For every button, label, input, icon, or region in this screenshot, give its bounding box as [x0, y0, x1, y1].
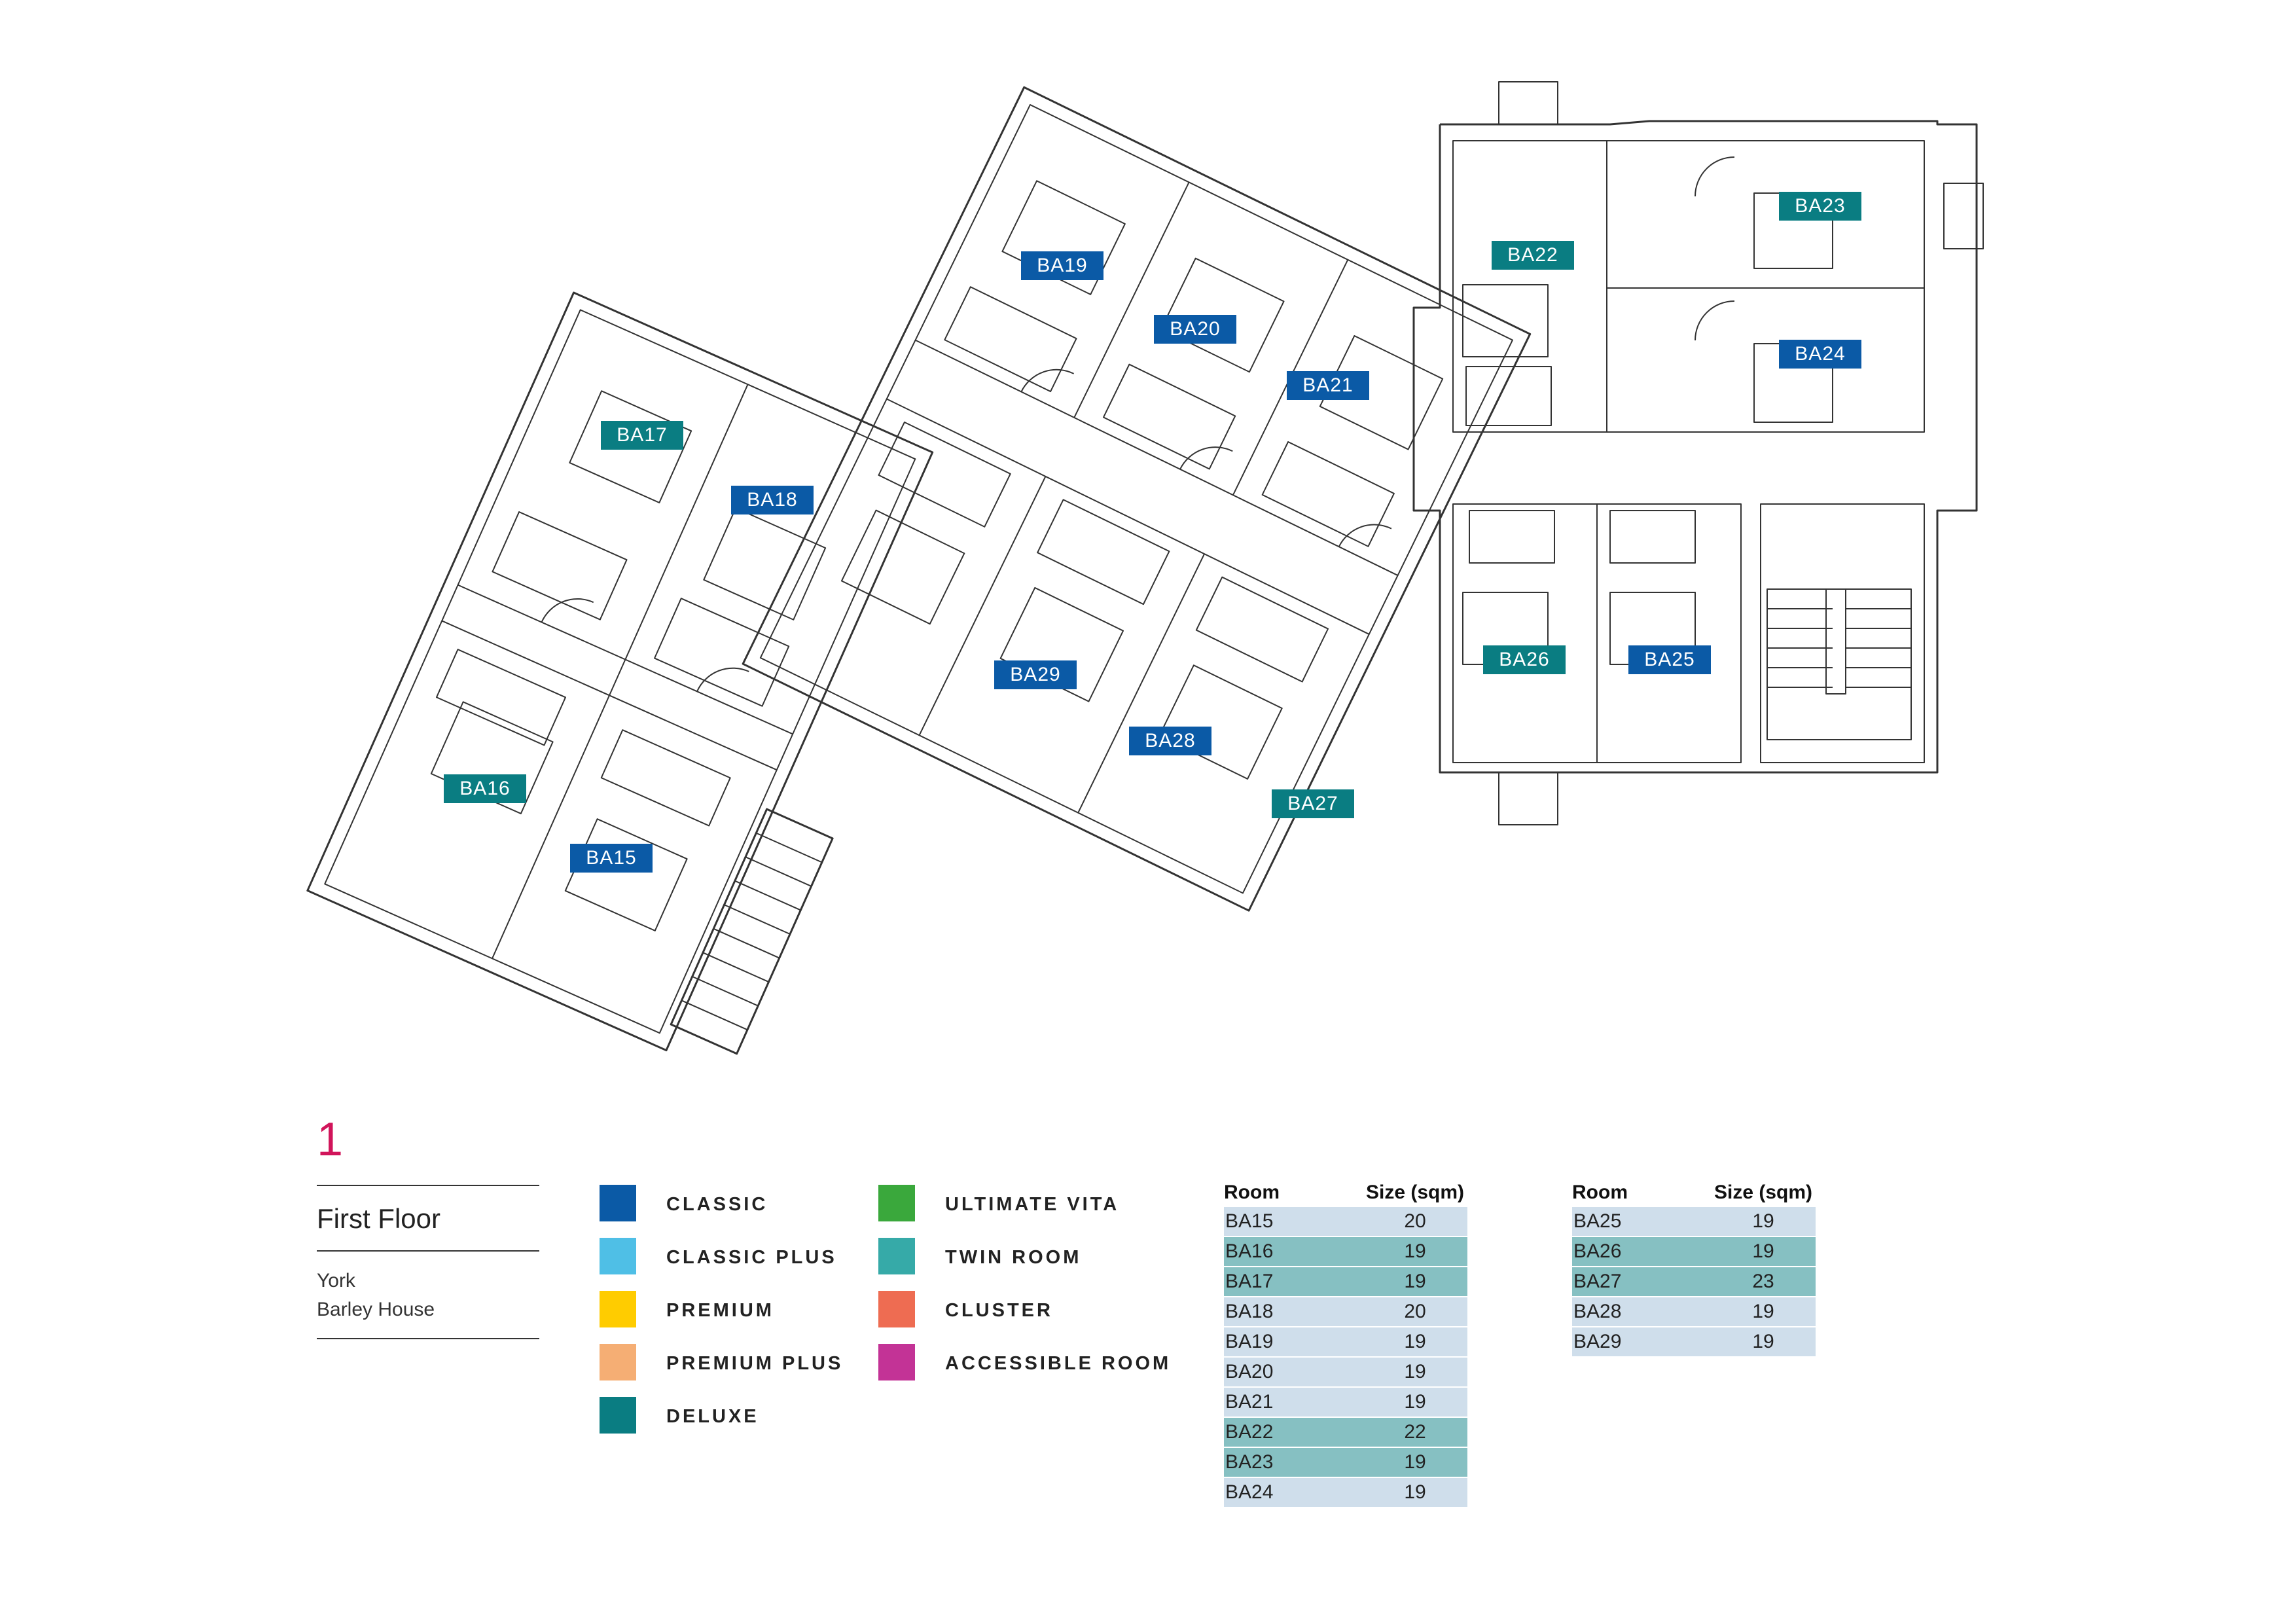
- room-label-ba29[interactable]: BA29: [994, 660, 1077, 689]
- legend-swatch: [878, 1291, 915, 1327]
- right-block: [1412, 81, 1984, 825]
- room-label-ba19[interactable]: BA19: [1021, 251, 1103, 280]
- legend-label: DELUXE: [666, 1406, 759, 1427]
- legend-swatch: [600, 1238, 636, 1274]
- room-label-ba25[interactable]: BA25: [1628, 645, 1711, 674]
- divider: [317, 1185, 539, 1186]
- legend-swatch: [878, 1238, 915, 1274]
- divider: [317, 1338, 539, 1339]
- size-cell: 19: [1711, 1297, 1816, 1327]
- size-cell: 19: [1363, 1477, 1467, 1508]
- left-wing: [306, 291, 934, 1052]
- column-header-size: Size (sqm): [1713, 1182, 1813, 1203]
- column-header-size: Size (sqm): [1365, 1182, 1465, 1203]
- legend-swatch: [878, 1344, 915, 1380]
- size-cell: 22: [1363, 1417, 1467, 1448]
- room-label-ba28[interactable]: BA28: [1129, 727, 1211, 755]
- legend-swatch: [600, 1397, 636, 1434]
- legend-swatch: [600, 1291, 636, 1327]
- floor-number: 1: [317, 1113, 344, 1166]
- legend-label: ULTIMATE VITA: [945, 1194, 1120, 1215]
- room-cell: BA25: [1572, 1207, 1711, 1237]
- legend-label: PREMIUM PLUS: [666, 1353, 844, 1374]
- legend-swatch: [600, 1185, 636, 1221]
- room-cell: BA23: [1224, 1447, 1363, 1478]
- room-cell: BA18: [1224, 1297, 1363, 1327]
- room-cell: BA16: [1224, 1236, 1363, 1267]
- legend-label: CLUSTER: [945, 1300, 1053, 1321]
- room-label-ba20[interactable]: BA20: [1154, 315, 1236, 344]
- floor-plan: [306, 81, 1984, 1055]
- size-cell: 20: [1363, 1207, 1467, 1237]
- room-cell: BA19: [1224, 1327, 1363, 1358]
- size-cell: 19: [1363, 1267, 1467, 1297]
- size-cell: 19: [1363, 1327, 1467, 1358]
- room-cell: BA15: [1224, 1207, 1363, 1237]
- room-label-ba23[interactable]: BA23: [1779, 192, 1861, 221]
- site-city: York: [317, 1270, 355, 1291]
- size-cell: 19: [1363, 1387, 1467, 1418]
- room-label-ba24[interactable]: BA24: [1779, 340, 1861, 369]
- room-label-ba26[interactable]: BA26: [1483, 645, 1566, 674]
- room-cell: BA17: [1224, 1267, 1363, 1297]
- legend-label: ACCESSIBLE ROOM: [945, 1353, 1172, 1374]
- floor-name: First Floor: [317, 1203, 440, 1234]
- room-cell: BA29: [1572, 1327, 1711, 1358]
- room-cell: BA21: [1224, 1387, 1363, 1418]
- room-cell: BA24: [1224, 1477, 1363, 1508]
- room-label-ba21[interactable]: BA21: [1287, 371, 1369, 400]
- legend-swatch: [600, 1344, 636, 1380]
- size-cell: 19: [1711, 1236, 1816, 1267]
- room-label-ba22[interactable]: BA22: [1492, 241, 1574, 270]
- room-cell: BA28: [1572, 1297, 1711, 1327]
- legend-label: TWIN ROOM: [945, 1247, 1082, 1268]
- room-label-ba15[interactable]: BA15: [570, 844, 653, 873]
- size-cell: 19: [1711, 1327, 1816, 1358]
- room-label-ba17[interactable]: BA17: [601, 421, 683, 450]
- room-label-ba18[interactable]: BA18: [731, 486, 814, 514]
- size-cell: 23: [1711, 1267, 1816, 1297]
- left-stairs: [670, 808, 834, 1055]
- size-cell: 19: [1711, 1207, 1816, 1237]
- size-cell: 19: [1363, 1447, 1467, 1478]
- legend-label: CLASSIC PLUS: [666, 1247, 837, 1268]
- legend-label: PREMIUM: [666, 1300, 774, 1321]
- size-cell: 19: [1363, 1357, 1467, 1388]
- room-cell: BA22: [1224, 1417, 1363, 1448]
- size-cell: 19: [1363, 1236, 1467, 1267]
- divider: [317, 1250, 539, 1252]
- size-cell: 20: [1363, 1297, 1467, 1327]
- middle-wing: [742, 86, 1532, 912]
- legend-label: CLASSIC: [666, 1194, 768, 1215]
- column-header-room: Room: [1224, 1182, 1280, 1203]
- legend-swatch: [878, 1185, 915, 1221]
- room-label-ba27[interactable]: BA27: [1272, 789, 1354, 818]
- site-building: Barley House: [317, 1299, 435, 1320]
- room-cell: BA27: [1572, 1267, 1711, 1297]
- column-header-room: Room: [1572, 1182, 1628, 1203]
- room-label-ba16[interactable]: BA16: [444, 774, 526, 803]
- room-cell: BA20: [1224, 1357, 1363, 1388]
- room-cell: BA26: [1572, 1236, 1711, 1267]
